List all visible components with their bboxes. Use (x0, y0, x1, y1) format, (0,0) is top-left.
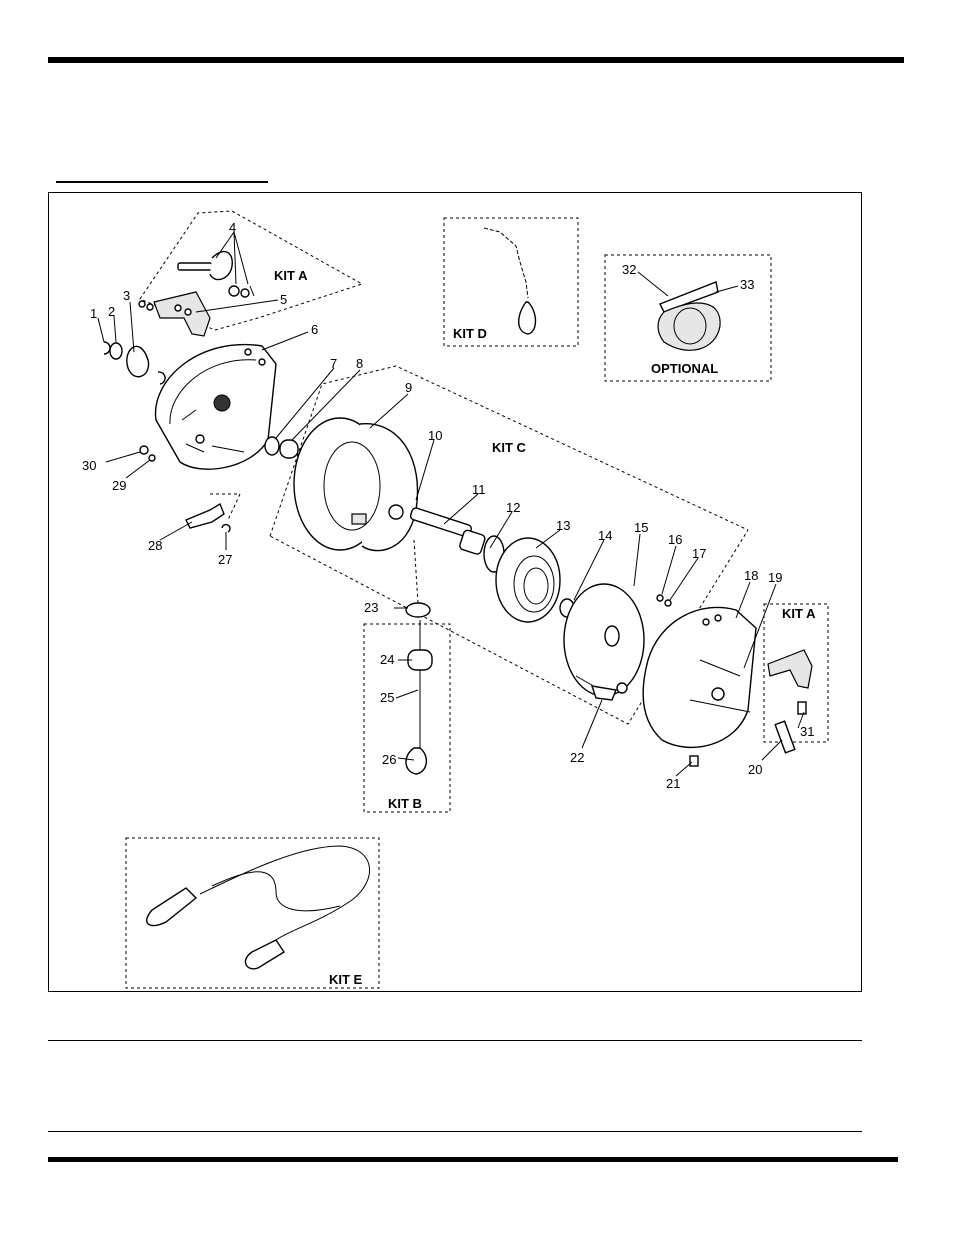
washer-17 (665, 600, 671, 606)
kit-d-label: KIT D (453, 326, 487, 341)
drive-shaft (410, 507, 486, 555)
hook-26 (406, 748, 426, 774)
nut-30 (140, 446, 148, 454)
callout-9: 9 (405, 380, 412, 395)
callout-26: 26 (382, 752, 396, 767)
bolt-31 (798, 702, 806, 714)
callout-1: 1 (90, 306, 97, 321)
rear-housing (643, 607, 756, 747)
power-spring (496, 538, 560, 622)
callout-19: 19 (768, 570, 782, 585)
callout-29: 29 (112, 478, 126, 493)
optional-reel-assembly (658, 282, 720, 350)
callout-32: 32 (622, 262, 636, 277)
callout-30: 30 (82, 458, 96, 473)
callout-12: 12 (506, 500, 520, 515)
screw-21 (690, 756, 698, 766)
wire-rope-assembly (147, 846, 370, 969)
callout-27: 27 (218, 552, 232, 567)
kit-b-label: KIT B (388, 796, 422, 811)
callout-15: 15 (634, 520, 648, 535)
bushing-7 (265, 437, 279, 455)
callout-3: 3 (123, 288, 130, 303)
callout-23: 23 (364, 600, 378, 615)
clip-27 (222, 525, 230, 532)
callout-5: 5 (280, 292, 287, 307)
cable-drum (294, 418, 418, 551)
callout-4: 4 (229, 220, 236, 235)
callout-2: 2 (108, 304, 115, 319)
kit-c-label: KIT C (492, 440, 527, 455)
callout-21: 21 (666, 776, 680, 791)
optional-label: OPTIONAL (651, 361, 718, 376)
mounting-bracket-top (154, 292, 210, 336)
spring-cover (564, 584, 644, 696)
kit-b-outline (364, 624, 450, 812)
chain (484, 228, 528, 298)
screw-16 (657, 595, 663, 601)
callout-18: 18 (744, 568, 758, 583)
callout-6: 6 (311, 322, 318, 337)
spring-lever (127, 346, 149, 376)
kit-a-right-label: KIT A (782, 606, 816, 621)
callout-31: 31 (800, 724, 814, 739)
kit-e-label: KIT E (329, 972, 363, 987)
bumper-23 (406, 603, 430, 617)
callout-14: 14 (598, 528, 612, 543)
reel-housing (156, 345, 276, 470)
mounting-bracket-right (768, 650, 812, 688)
retaining-ring-2 (158, 372, 165, 384)
callout-20: 20 (748, 762, 762, 777)
bearing-8 (280, 440, 298, 458)
callout-11: 11 (472, 482, 486, 497)
washer (110, 343, 122, 359)
chain-hook (519, 302, 536, 334)
callout-8: 8 (356, 356, 363, 371)
callout-24: 24 (380, 652, 394, 667)
retaining-ring (104, 342, 110, 354)
bolt-20 (775, 721, 795, 753)
callout-25: 25 (380, 690, 394, 705)
pawl-spring-28 (186, 504, 224, 528)
callout-10: 10 (428, 428, 442, 443)
callout-22: 22 (570, 750, 584, 765)
kit-a-top-label: KIT A (274, 268, 308, 283)
callout-33: 33 (740, 277, 754, 292)
callout-28: 28 (148, 538, 162, 553)
callout-7: 7 (330, 356, 337, 371)
callout-16: 16 (668, 532, 682, 547)
callout-13: 13 (556, 518, 570, 533)
callout-17: 17 (692, 546, 706, 561)
